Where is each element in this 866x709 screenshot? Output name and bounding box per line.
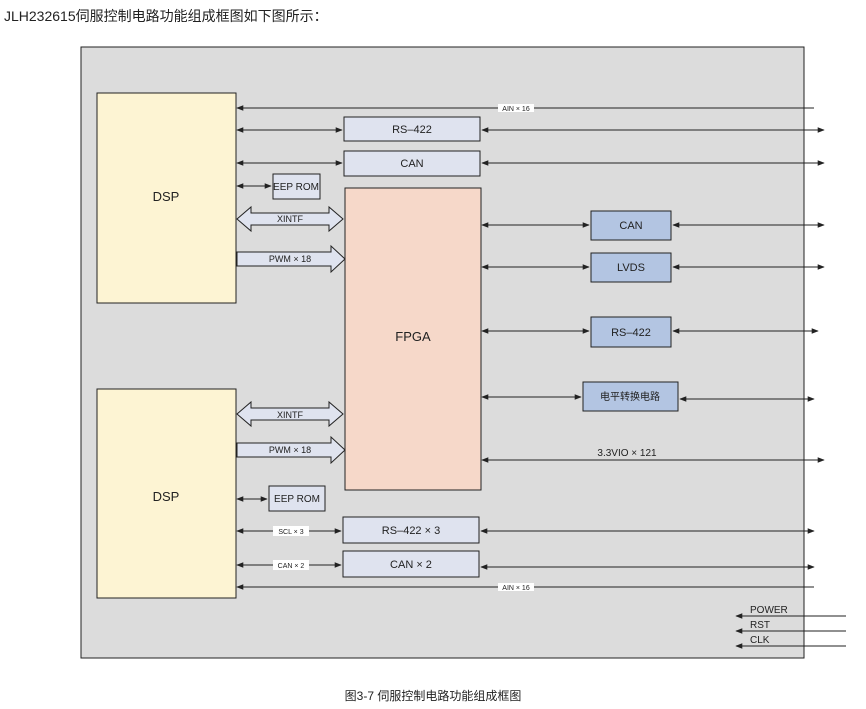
- lvds-right-label: LVDS: [617, 262, 645, 274]
- xintf-bottom-arrow: [236, 400, 344, 428]
- ain-bottom-label-bg: [498, 583, 534, 591]
- canx2-label: CAN × 2: [390, 559, 432, 571]
- dsp-bottom-label: DSP: [153, 489, 180, 504]
- rst-label: RST: [750, 620, 770, 631]
- rs422x3-block: [342, 516, 480, 544]
- dsp-bottom-block: [96, 388, 237, 599]
- eep-top-block: [272, 173, 321, 200]
- eep-bottom-label: EEP ROM: [274, 494, 320, 505]
- can-right-block: [590, 210, 672, 241]
- fpga-label: FPGA: [395, 329, 431, 344]
- level-conversion-block: [582, 381, 679, 412]
- dsp-top-block: [96, 92, 237, 304]
- can-small-label: CAN × 2: [278, 563, 305, 570]
- dsp-top-label: DSP: [153, 189, 180, 204]
- fpga-block: [344, 187, 482, 491]
- can-right-label: CAN: [619, 220, 642, 232]
- pwm-bottom-label: PWM × 18: [269, 445, 311, 455]
- can-top-label: CAN: [400, 158, 423, 170]
- pwm-top-arrow: [236, 244, 346, 274]
- rs422-top-block: [343, 116, 481, 142]
- xintf-top-arrow: [236, 205, 344, 233]
- ain-top-label-bg: [498, 104, 534, 112]
- pwm-top-label: PWM × 18: [269, 254, 311, 264]
- eep-bottom-block: [268, 485, 326, 512]
- level-conversion-label: 电平转换电路: [600, 390, 660, 403]
- rs422-right-label: RS–422: [611, 327, 651, 339]
- pwm-bottom-arrow: [236, 435, 346, 465]
- xintf-bottom-label: XINTF: [277, 410, 304, 420]
- ain-bottom-label: AIN × 16: [502, 585, 530, 592]
- can-small-label-bg: [273, 560, 309, 570]
- rs422-top-label: RS–422: [392, 124, 432, 136]
- clk-label: CLK: [750, 635, 770, 646]
- rs422x3-label: RS–422 × 3: [382, 525, 440, 537]
- can-top-block: [343, 150, 481, 177]
- canx2-block: [342, 550, 480, 578]
- figure-caption: 图3-7 伺服控制电路功能组成框图: [344, 689, 522, 703]
- eep-top-label: EEP ROM: [273, 182, 319, 193]
- lvds-right-block: [590, 252, 672, 283]
- scl-label: SCL × 3: [278, 529, 303, 536]
- page-heading: JLH232615伺服控制电路功能组成框图如下图所示：: [4, 8, 328, 24]
- xintf-top-label: XINTF: [277, 214, 304, 224]
- rs422-right-block: [590, 316, 672, 348]
- power-label: POWER: [750, 605, 788, 616]
- scl-label-bg: [273, 526, 309, 536]
- ain-top-label: AIN × 16: [502, 106, 530, 113]
- io-label: 3.3VIO × 121: [597, 448, 657, 459]
